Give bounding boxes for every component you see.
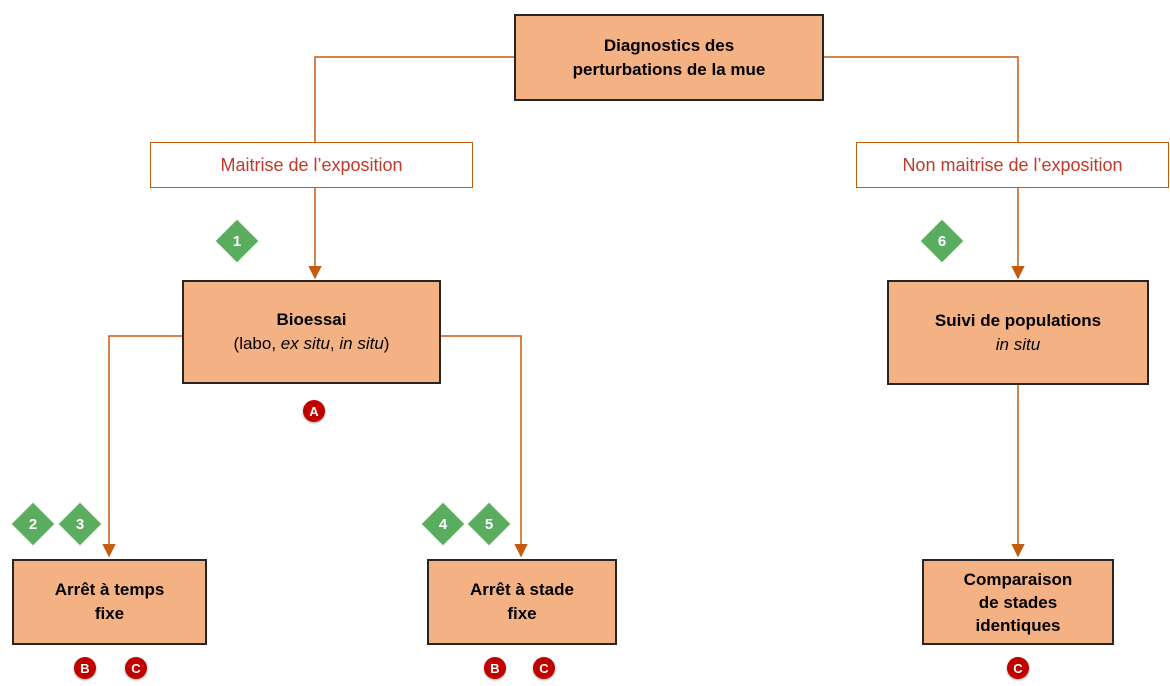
arret-temps-line2: fixe [94, 604, 125, 623]
circle-b-arret-temps: B [74, 657, 96, 679]
root-node: Diagnostics des perturbations de la mue [514, 14, 824, 101]
diamond-4: 4 [420, 501, 466, 547]
diamond-1-number: 1 [232, 232, 242, 250]
circle-c-arret-temps: C [125, 657, 147, 679]
circle-c-comparaison: C [1007, 657, 1029, 679]
root-line1: Diagnostics des [603, 35, 735, 55]
diamond-6: 6 [919, 218, 965, 264]
bioessai-node: Bioessai (labo, ex situ, in situ) [182, 280, 441, 384]
comparaison-line1: Comparaison [963, 569, 1073, 589]
diamond-5: 5 [466, 501, 512, 547]
arrow-to-arret-temps [102, 335, 182, 558]
suivi-subtitle: in situ [995, 334, 1041, 354]
arret-stade-node: Arrêt à stade fixe [427, 559, 617, 645]
comparaison-line3: identiques [975, 615, 1061, 635]
circle-c-arret-stade: C [533, 657, 555, 679]
comparaison-node: Comparaison de stades identiques [922, 559, 1114, 645]
root-line2: perturbations de la mue [572, 59, 766, 79]
diamond-3-number: 3 [75, 515, 85, 533]
label-non-maitrise: Non maitrise de l’exposition [856, 142, 1169, 188]
suivi-title: Suivi de populations [934, 310, 1102, 330]
diamond-2: 2 [10, 501, 56, 547]
connector-root-right [824, 56, 1019, 143]
circle-b-arret-stade: B [484, 657, 506, 679]
diamond-1: 1 [214, 218, 260, 264]
bioessai-paren-close: ) [383, 334, 390, 353]
bioessai-paren-open: (labo, [233, 334, 281, 353]
comparaison-line2: de stades [978, 592, 1058, 612]
arrow-to-arret-stade [441, 335, 528, 558]
bioessai-in-situ: in situ [339, 334, 384, 353]
diamond-5-number: 5 [484, 515, 494, 533]
diamond-3: 3 [57, 501, 103, 547]
arret-stade-line1: Arrêt à stade [470, 580, 574, 599]
diamond-6-number: 6 [937, 232, 947, 250]
connector-root-left [314, 56, 514, 143]
bioessai-comma: , [329, 334, 340, 353]
arret-stade-line2: fixe [507, 604, 537, 623]
bioessai-subtitle: (labo, ex situ, in situ) [234, 332, 390, 356]
diamond-4-number: 4 [438, 515, 448, 533]
diamond-2-number: 2 [28, 515, 38, 533]
arret-temps-line1: Arrêt à temps [54, 580, 165, 599]
bioessai-title: Bioessai [276, 310, 347, 329]
circle-a: A [303, 400, 325, 422]
label-maitrise: Maitrise de l’exposition [150, 142, 473, 188]
bioessai-ex-situ: ex situ [280, 334, 330, 353]
suivi-node: Suivi de populations in situ [887, 280, 1149, 385]
arret-temps-node: Arrêt à temps fixe [12, 559, 207, 645]
